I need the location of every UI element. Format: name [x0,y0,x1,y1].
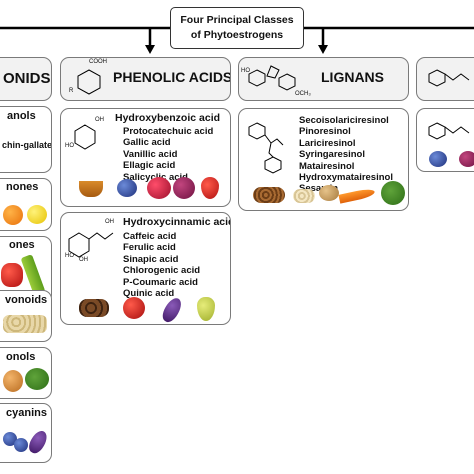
orange-icon [3,205,23,225]
grapes-icon [173,177,195,199]
lignan-structure-icon [248,65,296,91]
list-item: Hydroxymatairesinol [299,172,393,184]
resveratrol-structure-icon [428,122,470,140]
lignans-content-box: Secoisolariciresinol Pinoresinol Laricir… [238,108,409,211]
broccoli-icon [25,368,49,390]
lignans-list: Secoisolariciresinol Pinoresinol Laricir… [299,115,393,195]
structure-label-oh: OH [95,117,104,123]
structure-label-oh: OH [79,257,88,263]
flavonoids-header: ONIDS [3,70,51,87]
coffee-beans-icon [79,299,109,317]
list-item: Matairesinol [299,160,355,172]
subclass-label: cyanins [6,407,47,419]
title-line-2: of Phytoestrogens [190,29,284,41]
blueberries-icon [429,151,447,167]
lignans-header-box: HO OCH₃ LIGNANS [238,57,409,101]
flavonoids-subclass-4: vonoids [0,290,52,342]
list-item: Sinapic acid [123,253,179,265]
strawberry-icon [201,177,219,199]
flaxseed-icon [253,187,285,203]
blueberries-icon [117,179,137,197]
list-item: Protocatechuic acid [123,126,214,137]
pear-icon [197,297,215,321]
flavonoids-header-box: ONIDS [0,57,52,101]
list-item: Caffeic acid [123,231,177,242]
list-item: Syringaresinol [299,149,365,161]
list-item: Secoisolariciresinol [299,115,389,126]
broccoli-icon [381,181,405,205]
subclass-label: nones [6,181,39,193]
hydroxycinnamic-list: Caffeic acid Ferulic acid Sinapic acid C… [123,231,200,299]
hydroxybenzoic-title: Hydroxybenzoic acid [115,112,221,124]
eggplant-icon [25,428,51,456]
list-item: Chlorogenic acid [123,265,201,277]
eggplant-icon [159,295,185,324]
structure-label-ho: HO [65,143,74,149]
beans-icon [3,315,47,333]
subclass-label: anols [7,110,36,122]
lemon-icon [27,205,47,224]
phenolic-acids-header: PHENOLIC ACIDS [113,69,231,85]
list-item: Ellagic acid [123,160,176,172]
flavonoids-subclass-1: anols chin-gallate [0,106,52,173]
onion-icon [3,370,23,392]
hydroxycinnamic-acid-box: OH HO OH Hydroxycinnamic acid Caffeic ac… [60,212,231,325]
cranberries-icon [147,177,171,199]
title-line-1: Four Principal Classes [180,14,294,26]
stilbenes-header-box [416,57,474,101]
blueberries-icon [14,438,28,452]
secoisolariciresinol-structure-icon [248,122,284,174]
bell-pepper-icon [1,263,23,287]
hydroxycinnamic-title: Hydroxycinnamic acid [123,216,231,228]
stilbenes-content-box [416,108,474,172]
structure-label-ho: HO [241,68,250,74]
hydroxycinnamic-structure-icon [68,232,114,258]
apple-icon [123,297,145,319]
flavonoids-subclass-6: cyanins [0,403,52,463]
list-item: P-Coumaric acid [123,276,198,288]
subclass-label: ones [9,239,35,251]
peanut-icon [319,185,339,201]
lignans-header: LIGNANS [321,69,384,85]
benzoic-structure-icon [77,69,101,95]
hydroxybenzoic-structure-icon [74,124,96,150]
list-item: Gallic acid [123,137,171,149]
phenolic-acids-header-box: COOH R PHENOLIC ACIDS [60,57,231,101]
blueberries-icon [3,432,17,446]
sesame-seeds-icon [293,189,315,203]
flavonoids-subclass-2: nones [0,178,52,231]
flavonoids-subclass-5: onols [0,347,52,399]
subclass-label: onols [6,351,36,363]
diagram-title: Four Principal Classes of Phytoestrogens [170,7,304,49]
hydroxybenzoic-list: Protocatechuic acid Gallic acid Vanillic… [123,126,213,183]
subclass-item: chin-gallate [2,140,52,150]
structure-label-cooh: COOH [89,59,107,65]
stilbene-structure-icon [428,69,470,87]
structure-label-ho: HO [65,253,74,259]
grapes-icon [459,151,474,167]
structure-label-oh: OH [105,219,114,225]
subclass-label: vonoids [5,294,48,306]
list-item: Sesamin [299,183,339,195]
structure-label-och3: OCH₃ [295,91,311,97]
list-item: Pinoresinol [299,126,351,138]
list-item: Quinic acid [123,288,175,300]
list-item: Lariciresinol [299,137,356,149]
tea-cup-icon [79,181,103,197]
list-item: Vanillic acid [123,148,178,160]
structure-label-r: R [69,88,74,94]
hydroxybenzoic-acid-box: OH HO Hydroxybenzoic acid Protocatechuic… [60,108,231,207]
list-item: Ferulic acid [123,242,176,254]
